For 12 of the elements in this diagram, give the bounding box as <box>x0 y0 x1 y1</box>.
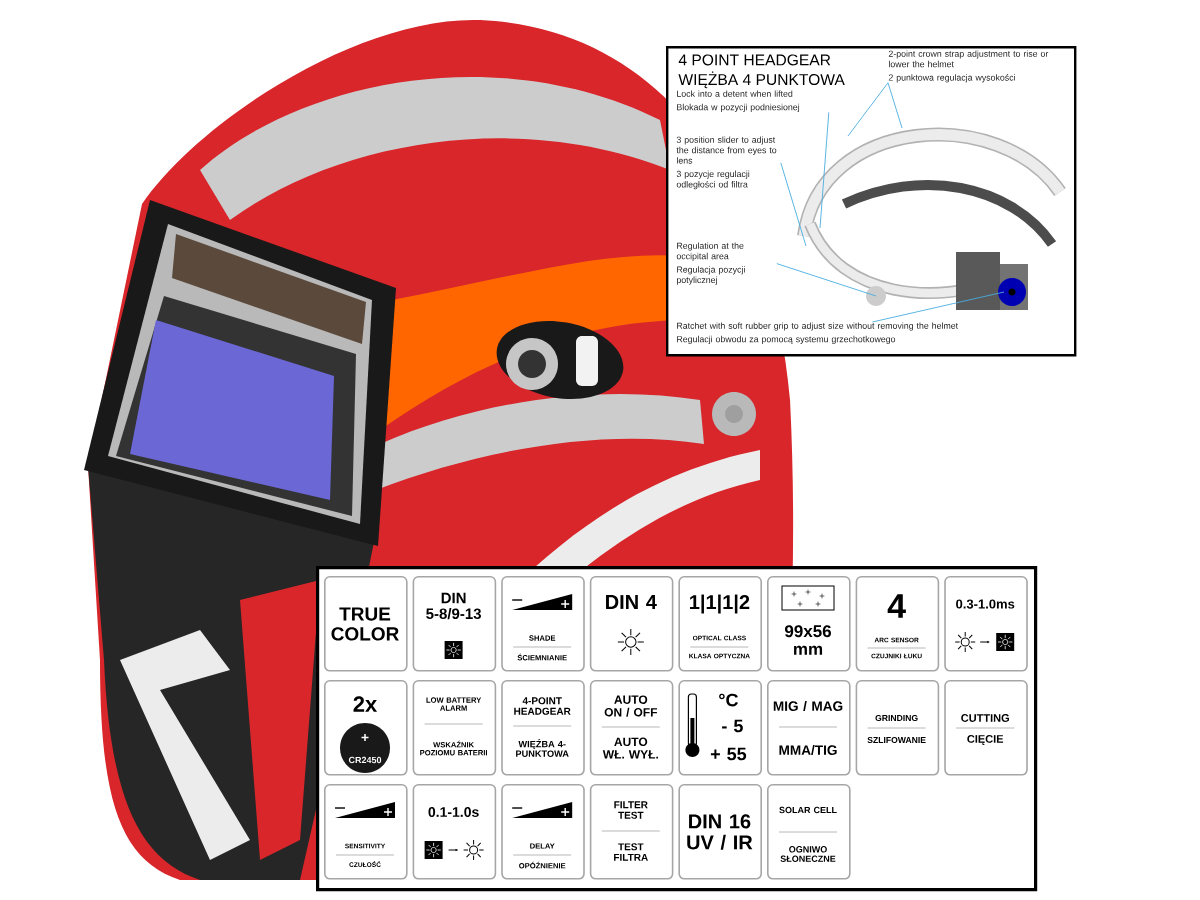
feature-tile: DIN 16 UV / IR <box>678 784 762 880</box>
leader-line <box>819 111 830 229</box>
leader-line <box>871 291 1005 323</box>
leader-line <box>847 82 889 137</box>
leader-line <box>776 263 877 297</box>
leader-line <box>887 82 903 129</box>
feature-tile: °C - 5 + 55 <box>678 680 762 776</box>
feature-tile: 99x56 mm <box>767 576 851 672</box>
feature-tile: DIN 4 <box>589 576 674 672</box>
feature-tile: TRUE COLOR <box>324 576 408 672</box>
headgear-drawing <box>797 127 1066 310</box>
leader-line <box>780 162 807 247</box>
